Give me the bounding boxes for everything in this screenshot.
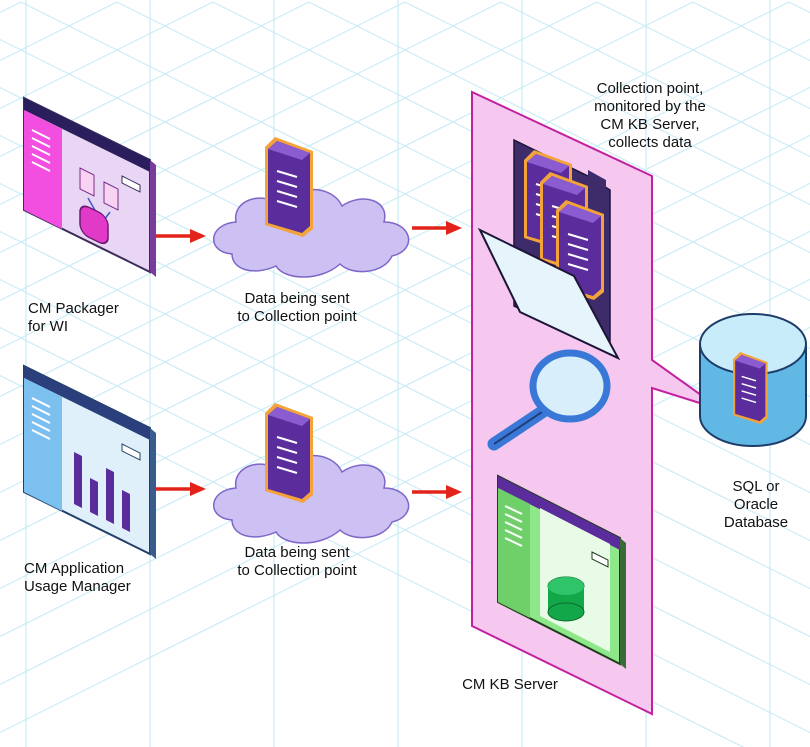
grid-line xyxy=(0,1,694,350)
kb-server-window-icon xyxy=(497,474,626,669)
grid-line xyxy=(116,1,810,350)
grid-line xyxy=(308,1,810,254)
arrow-icon xyxy=(154,227,208,245)
grid-line xyxy=(212,1,810,302)
data-sent-label-bottom: Data being sent to Collection point xyxy=(237,544,357,579)
usage-manager-window-icon xyxy=(23,364,156,559)
grid-line xyxy=(500,1,810,158)
document-icon xyxy=(264,136,314,238)
database-icon xyxy=(699,313,807,447)
grid-line xyxy=(0,1,502,254)
packager-window-icon xyxy=(23,96,156,277)
data-sent-label-top: Data being sent to Collection point xyxy=(237,290,357,325)
document-icon xyxy=(264,402,314,504)
arrow-icon xyxy=(410,483,464,501)
collection-point-label: Collection point, monitored by the CM KB… xyxy=(594,80,706,151)
grid-line xyxy=(0,1,406,206)
arrow-icon xyxy=(410,219,464,237)
grid-line xyxy=(0,1,598,302)
packager-label: CM Packager for WI xyxy=(28,300,119,335)
grid-line xyxy=(404,1,810,206)
database-label: SQL or Oracle Database xyxy=(723,478,789,531)
kb-server-label: CM KB Server xyxy=(462,676,558,693)
magnifier-icon xyxy=(487,349,611,451)
usage-manager-label: CM Application Usage Manager xyxy=(24,560,131,595)
folder-icon xyxy=(477,138,621,361)
arrow-icon xyxy=(154,480,208,498)
